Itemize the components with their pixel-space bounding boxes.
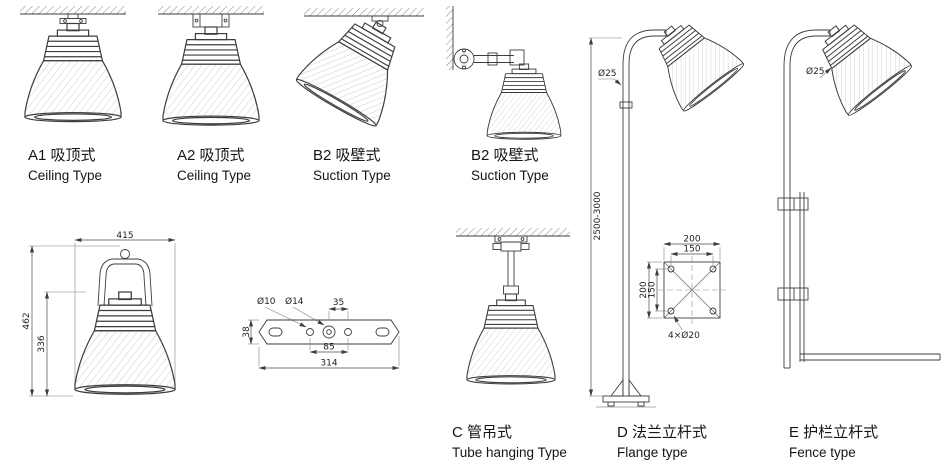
bracket-dimension-view: Ø10 Ø14 35 85 314: [242, 296, 400, 370]
dim-front-body-label: 336: [37, 335, 47, 352]
caption-c-subtitle: Tube hanging Type: [452, 445, 567, 460]
hanging-bracket: [97, 249, 153, 307]
flange-base: [596, 378, 656, 408]
ufo-lamp: [486, 63, 562, 140]
dimension-38: 38: [242, 319, 259, 345]
caption-c-title: C 管吊式: [452, 424, 513, 441]
dim-flange-holes-label: 4×Ø20: [668, 330, 700, 341]
gooseneck-pole: [783, 29, 831, 369]
dim-length-label: 314: [320, 359, 337, 369]
front-dimension-view: 415 462 336: [22, 231, 176, 397]
leader-flange-holes: [673, 315, 683, 331]
wall-flange: [453, 48, 475, 70]
caption-b2-wall: B2 吸壁式 Suction Type: [313, 147, 391, 184]
dimension-415: 415: [74, 231, 176, 388]
ufo-lamp: [162, 26, 260, 126]
caption-b2-arm: B2 吸壁式 Suction Type: [471, 147, 549, 184]
ufo-lamp: [466, 293, 556, 385]
dimension-314: 314: [258, 336, 400, 370]
caption-a1-subtitle: Ceiling Type: [28, 168, 103, 183]
wall-hatch: [446, 6, 454, 70]
a1-ceiling-drawing: [20, 6, 126, 123]
junction-box: [192, 13, 230, 28]
d-flange-pole-drawing: Ø25 2500-3000 200: [589, 16, 747, 408]
dim-front-width-label: 415: [116, 231, 133, 241]
wall-arm: [474, 49, 525, 66]
flange-detail: 200 150 200 150 4×Ø20: [639, 235, 726, 341]
caption-c: C 管吊式 Tube hanging Type: [452, 424, 567, 461]
caption-b2-arm-subtitle: Suction Type: [471, 168, 549, 183]
caption-e: E 护栏立杆式 Fence type: [789, 424, 878, 461]
ufo-lamp-tilted: [296, 8, 422, 131]
dim-pole-d-dia-label: Ø25: [598, 68, 617, 79]
caption-d: D 法兰立杆式 Flange type: [617, 424, 707, 461]
dim-hole-span-label: 85: [323, 343, 334, 353]
caption-a2-title: A2 吸顶式: [177, 147, 245, 164]
caption-e-subtitle: Fence type: [789, 445, 856, 460]
dim-pole-height-label: 2500-3000: [593, 191, 603, 240]
dim-flange-outer-w-label: 200: [683, 235, 700, 245]
leader-hole-large: [292, 306, 325, 326]
a2-ceiling-drawing: [158, 6, 264, 126]
e-fence-pole-drawing: Ø25: [777, 16, 941, 369]
tube-mount: [492, 235, 530, 295]
caption-a1-title: A1 吸顶式: [28, 147, 96, 164]
dimension-336: 336: [37, 291, 86, 397]
ceiling-hatch: [456, 228, 570, 237]
dim-flange-bolt-h-label: 150: [648, 281, 658, 298]
dimension-pole-height: 2500-3000: [589, 37, 622, 397]
b2-arm-drawing: [446, 6, 562, 140]
gooseneck-pole: [619, 29, 667, 396]
ceiling-mount: [59, 13, 87, 24]
leader-hole-small: [264, 306, 307, 328]
dim-pole-e-dia-label: Ø25: [806, 66, 825, 77]
caption-a2: A2 吸顶式 Ceiling Type: [177, 147, 251, 184]
dimension-pole-diameter: Ø25: [806, 66, 832, 79]
ufo-lamp: [24, 22, 122, 123]
caption-d-title: D 法兰立杆式: [617, 424, 708, 441]
caption-b2-arm-title: B2 吸壁式: [471, 147, 539, 164]
ufo-lamp: [74, 291, 176, 395]
caption-b2-wall-subtitle: Suction Type: [313, 168, 391, 183]
ufo-lamp-tilted: [637, 16, 747, 115]
caption-b2-wall-title: B2 吸壁式: [313, 147, 381, 164]
caption-a2-subtitle: Ceiling Type: [177, 168, 252, 183]
b2-wall-drawing: [296, 8, 424, 131]
fence-post-and-clamps: [777, 192, 941, 362]
dim-flange-outer-h-label: 200: [639, 281, 649, 298]
dim-flange-bolt-w-label: 150: [683, 245, 700, 255]
ceiling-hatch: [304, 8, 424, 17]
caption-d-subtitle: Flange type: [617, 445, 688, 460]
caption-a1: A1 吸顶式 Ceiling Type: [28, 147, 102, 184]
c-tube-drawing: [456, 228, 570, 385]
ceiling-hatch: [158, 6, 264, 15]
dimension-pole-diameter: Ø25: [598, 68, 622, 86]
dim-hole-small-label: Ø10: [257, 296, 276, 307]
dimension-85: 85: [309, 338, 349, 354]
dim-front-height-label: 462: [22, 312, 32, 329]
dim-hole-large-label: Ø14: [285, 296, 304, 307]
caption-e-title: E 护栏立杆式: [789, 424, 879, 441]
swivel-bracket: [371, 15, 389, 27]
dim-hole-edge-label: 35: [333, 298, 344, 308]
bracket-plate: [258, 319, 400, 345]
dimension-462: 462: [22, 245, 120, 397]
dimension-35: 35: [328, 298, 349, 319]
dim-width-label: 38: [242, 326, 252, 338]
ceiling-hatch: [20, 6, 126, 15]
